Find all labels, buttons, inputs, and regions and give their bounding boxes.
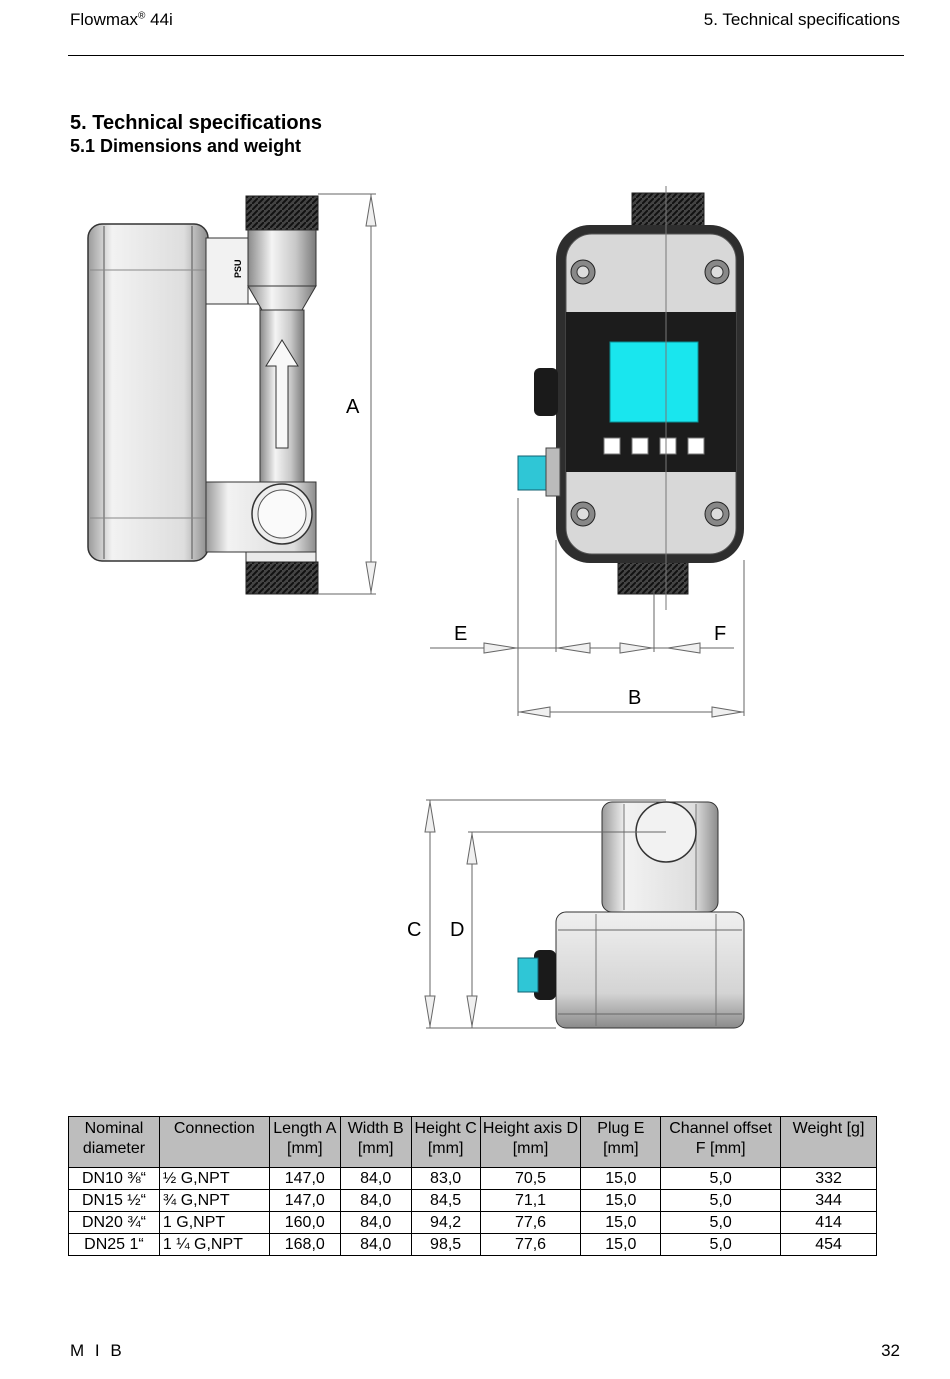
top-view: C D bbox=[407, 799, 745, 1029]
table-cell: ¾ G,NPT bbox=[158, 1189, 270, 1212]
table-cell: 84,0 bbox=[339, 1211, 412, 1234]
table-cell: DN15 ½“ bbox=[68, 1189, 160, 1212]
table-cell: 5,0 bbox=[660, 1167, 782, 1190]
front-top-thread bbox=[631, 192, 705, 228]
footer-company: M I B bbox=[70, 1341, 125, 1360]
front-button-4 bbox=[687, 437, 705, 455]
flow-direction-arrow-icon bbox=[265, 339, 299, 449]
table-row: DN20 ¾“ 1 G,NPT 160,0 84,0 94,2 77,6 15,… bbox=[68, 1211, 877, 1234]
front-button-3 bbox=[659, 437, 677, 455]
table-cell: 84,0 bbox=[339, 1167, 412, 1190]
page-number: 32 bbox=[881, 1341, 900, 1360]
section-heading: 5. Technical specifications bbox=[70, 112, 322, 134]
registered-mark: ® bbox=[138, 10, 146, 22]
table-cell: 15,0 bbox=[580, 1233, 662, 1256]
side-housing bbox=[87, 223, 209, 562]
header-section: 5. Technical specifications bbox=[703, 10, 900, 29]
table-cell: 98,5 bbox=[410, 1233, 481, 1256]
plug-connector-side bbox=[517, 957, 539, 993]
table-cell: 15,0 bbox=[580, 1189, 662, 1212]
table-cell: 84,0 bbox=[339, 1233, 412, 1256]
plug-connector bbox=[517, 455, 549, 491]
table-cell: 5,0 bbox=[660, 1233, 782, 1256]
dim-label-b: B bbox=[628, 687, 641, 709]
table-row: DN25 1“ 1 ¼ G,NPT 168,0 84,0 98,5 77,6 1… bbox=[68, 1233, 877, 1256]
col-header: Channel offset F [mm] bbox=[660, 1116, 782, 1168]
col-header: Nominal diameter bbox=[68, 1116, 160, 1168]
col-header: Width B [mm] bbox=[339, 1116, 412, 1168]
table-cell: 15,0 bbox=[580, 1211, 662, 1234]
display-screen bbox=[609, 341, 699, 423]
dim-label-e: E bbox=[454, 623, 467, 645]
table-cell: 94,2 bbox=[410, 1211, 481, 1234]
table-cell: 160,0 bbox=[268, 1211, 341, 1234]
table-row: DN10 ⅜“ ½ G,NPT 147,0 84,0 83,0 70,5 15,… bbox=[68, 1167, 877, 1190]
col-header: Height axis D [mm] bbox=[479, 1116, 582, 1168]
front-view: E F B bbox=[430, 186, 745, 718]
front-bottom-thread bbox=[617, 559, 689, 595]
table-cell: 15,0 bbox=[580, 1167, 662, 1190]
table-cell: 5,0 bbox=[660, 1211, 782, 1234]
psu-label: PSU bbox=[233, 259, 243, 278]
header-product: Flowmax® 44i bbox=[70, 10, 173, 30]
table-cell: 332 bbox=[780, 1167, 877, 1190]
header-product-name: Flowmax bbox=[70, 10, 139, 29]
table-cell: 147,0 bbox=[268, 1189, 341, 1212]
col-header: Connection bbox=[158, 1116, 270, 1168]
col-header: Weight [g] bbox=[780, 1116, 877, 1168]
table-header-row: Nominal diameter Connection Length A [mm… bbox=[68, 1116, 877, 1168]
bottom-thread bbox=[245, 561, 319, 595]
table-cell: 84,0 bbox=[339, 1189, 412, 1212]
table-cell: 344 bbox=[780, 1189, 877, 1212]
table-cell: ½ G,NPT bbox=[158, 1167, 270, 1190]
front-button-2 bbox=[631, 437, 649, 455]
table-cell: 454 bbox=[780, 1233, 877, 1256]
header-rule bbox=[68, 55, 904, 56]
side-connector bbox=[534, 368, 558, 416]
dim-label-d: D bbox=[450, 919, 464, 941]
table-cell: 168,0 bbox=[268, 1233, 341, 1256]
dimension-drawing: PSU A bbox=[87, 186, 745, 1029]
table-cell: 1 G,NPT bbox=[158, 1211, 270, 1234]
table-cell: 84,5 bbox=[410, 1189, 481, 1212]
side-view: PSU A bbox=[87, 193, 377, 595]
table-cell: 83,0 bbox=[410, 1167, 481, 1190]
table-cell: DN25 1“ bbox=[68, 1233, 160, 1256]
col-header: Length A [mm] bbox=[268, 1116, 341, 1168]
header-model: 44i bbox=[145, 10, 173, 29]
dim-label-c: C bbox=[407, 919, 421, 941]
top-thread bbox=[245, 195, 319, 231]
table-cell: 414 bbox=[780, 1211, 877, 1234]
table-cell: DN10 ⅜“ bbox=[68, 1167, 160, 1190]
table-cell: 147,0 bbox=[268, 1167, 341, 1190]
table-cell: 77,6 bbox=[479, 1211, 582, 1234]
subsection-heading: 5.1 Dimensions and weight bbox=[70, 136, 302, 156]
table-cell: 5,0 bbox=[660, 1189, 782, 1212]
table-cell: 77,6 bbox=[479, 1233, 582, 1256]
dim-label-a: A bbox=[346, 396, 360, 418]
table-cell: DN20 ¾“ bbox=[68, 1211, 160, 1234]
col-header: Plug E [mm] bbox=[580, 1116, 662, 1168]
table-cell: 1 ¼ G,NPT bbox=[158, 1233, 270, 1256]
front-button-1 bbox=[603, 437, 621, 455]
table-cell: 71,1 bbox=[479, 1189, 582, 1212]
dim-label-f: F bbox=[714, 623, 726, 645]
col-header: Height C [mm] bbox=[410, 1116, 481, 1168]
table-cell: 70,5 bbox=[479, 1167, 582, 1190]
specs-table: Nominal diameter Connection Length A [mm… bbox=[68, 1116, 877, 1256]
table-row: DN15 ½“ ¾ G,NPT 147,0 84,0 84,5 71,1 15,… bbox=[68, 1189, 877, 1212]
